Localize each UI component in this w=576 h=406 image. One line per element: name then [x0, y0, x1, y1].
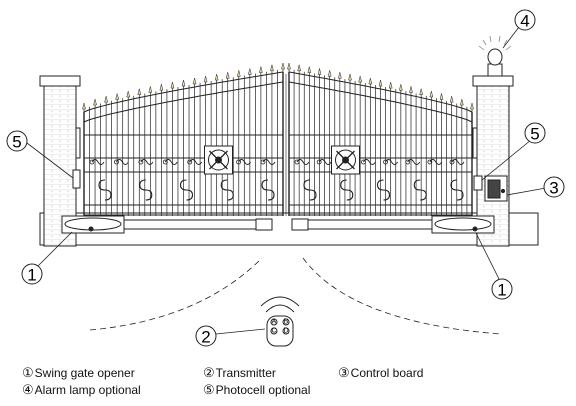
legend-item-alarm-lamp: ④Alarm lamp optional	[22, 382, 141, 398]
control-board	[484, 175, 508, 202]
transmitter-remote: A B C D	[260, 296, 300, 347]
left-gate-opener	[61, 215, 273, 234]
remote-button-a: A	[272, 319, 277, 326]
remote-button-b: B	[284, 319, 289, 326]
callout-1-right: 1	[491, 278, 513, 300]
svg-text:2: 2	[201, 328, 210, 347]
right-photocell	[473, 175, 483, 191]
callout-4: 4	[514, 9, 536, 31]
svg-text:4: 4	[520, 12, 529, 31]
callout-2: 2	[195, 325, 217, 347]
svg-text:1: 1	[27, 266, 36, 285]
callout-1-left: 1	[21, 263, 43, 285]
svg-text:3: 3	[549, 179, 558, 198]
svg-text:5: 5	[12, 133, 21, 152]
callout-3: 3	[543, 176, 565, 198]
left-photocell	[72, 169, 81, 189]
legend-item-photocell: ⑤Photocell optional	[203, 382, 311, 398]
svg-text:5: 5	[530, 125, 539, 144]
callout-5-left: 5	[6, 130, 28, 152]
alarm-lamp	[478, 35, 512, 77]
swing-arcs	[89, 257, 501, 335]
remote-button-c: C	[271, 328, 276, 335]
callout-5-right: 5	[524, 122, 546, 144]
legend-item-control-board: ③Control board	[338, 365, 424, 381]
right-gate-opener	[291, 215, 495, 234]
legend-item-swing-gate-opener: ①Swing gate opener	[22, 365, 135, 381]
legend-item-transmitter: ②Transmitter	[203, 365, 276, 381]
remote-button-d: D	[283, 328, 288, 335]
swing-gates	[82, 62, 474, 216]
svg-text:1: 1	[497, 281, 506, 300]
leader-lines	[22, 26, 547, 335]
